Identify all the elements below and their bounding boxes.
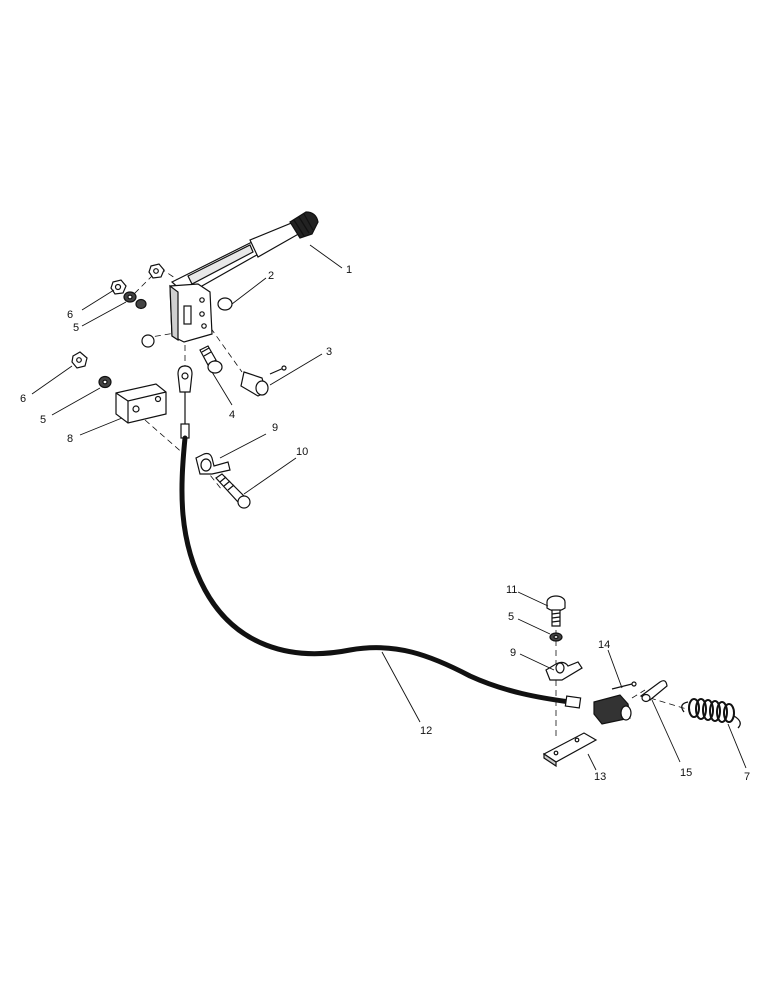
callout-9-upper: 9 — [272, 422, 278, 434]
mounting-block — [71, 351, 167, 424]
leader-lines — [31, 244, 747, 771]
callout-8: 8 — [67, 433, 73, 445]
hardware-upper — [110, 263, 287, 397]
callout-5-lower: 5 — [508, 611, 514, 623]
callout-1: 1 — [346, 264, 352, 276]
callout-6-upper: 6 — [67, 309, 73, 321]
callout-2: 2 — [268, 270, 274, 282]
callout-10: 10 — [296, 446, 308, 458]
callout-15: 15 — [680, 767, 692, 779]
callout-7: 7 — [744, 771, 750, 783]
callout-6-lower: 6 — [20, 393, 26, 405]
cable-upper-end — [177, 365, 193, 439]
pin-icon — [217, 297, 233, 311]
spring-icon — [681, 698, 741, 729]
hardware-lower — [542, 595, 598, 768]
brake-lever — [169, 211, 319, 343]
callout-13: 13 — [594, 771, 606, 783]
callout-labels: 1 2 3 4 6 5 6 5 8 9 10 11 5 9 14 12 13 1… — [20, 264, 750, 783]
callout-3: 3 — [326, 346, 332, 358]
callout-5-upper: 5 — [73, 322, 79, 334]
cable-lower-end — [564, 680, 668, 725]
callout-4: 4 — [229, 409, 235, 421]
callout-14: 14 — [598, 639, 610, 651]
callout-9-lower: 9 — [510, 647, 516, 659]
brake-cable — [179, 435, 573, 705]
callout-5-middle: 5 — [40, 414, 46, 426]
callout-11: 11 — [506, 584, 517, 596]
callout-12: 12 — [420, 725, 432, 737]
assembly-lines — [127, 267, 691, 740]
mounting-plate — [542, 732, 598, 763]
cable-clamp-upper — [195, 452, 251, 509]
